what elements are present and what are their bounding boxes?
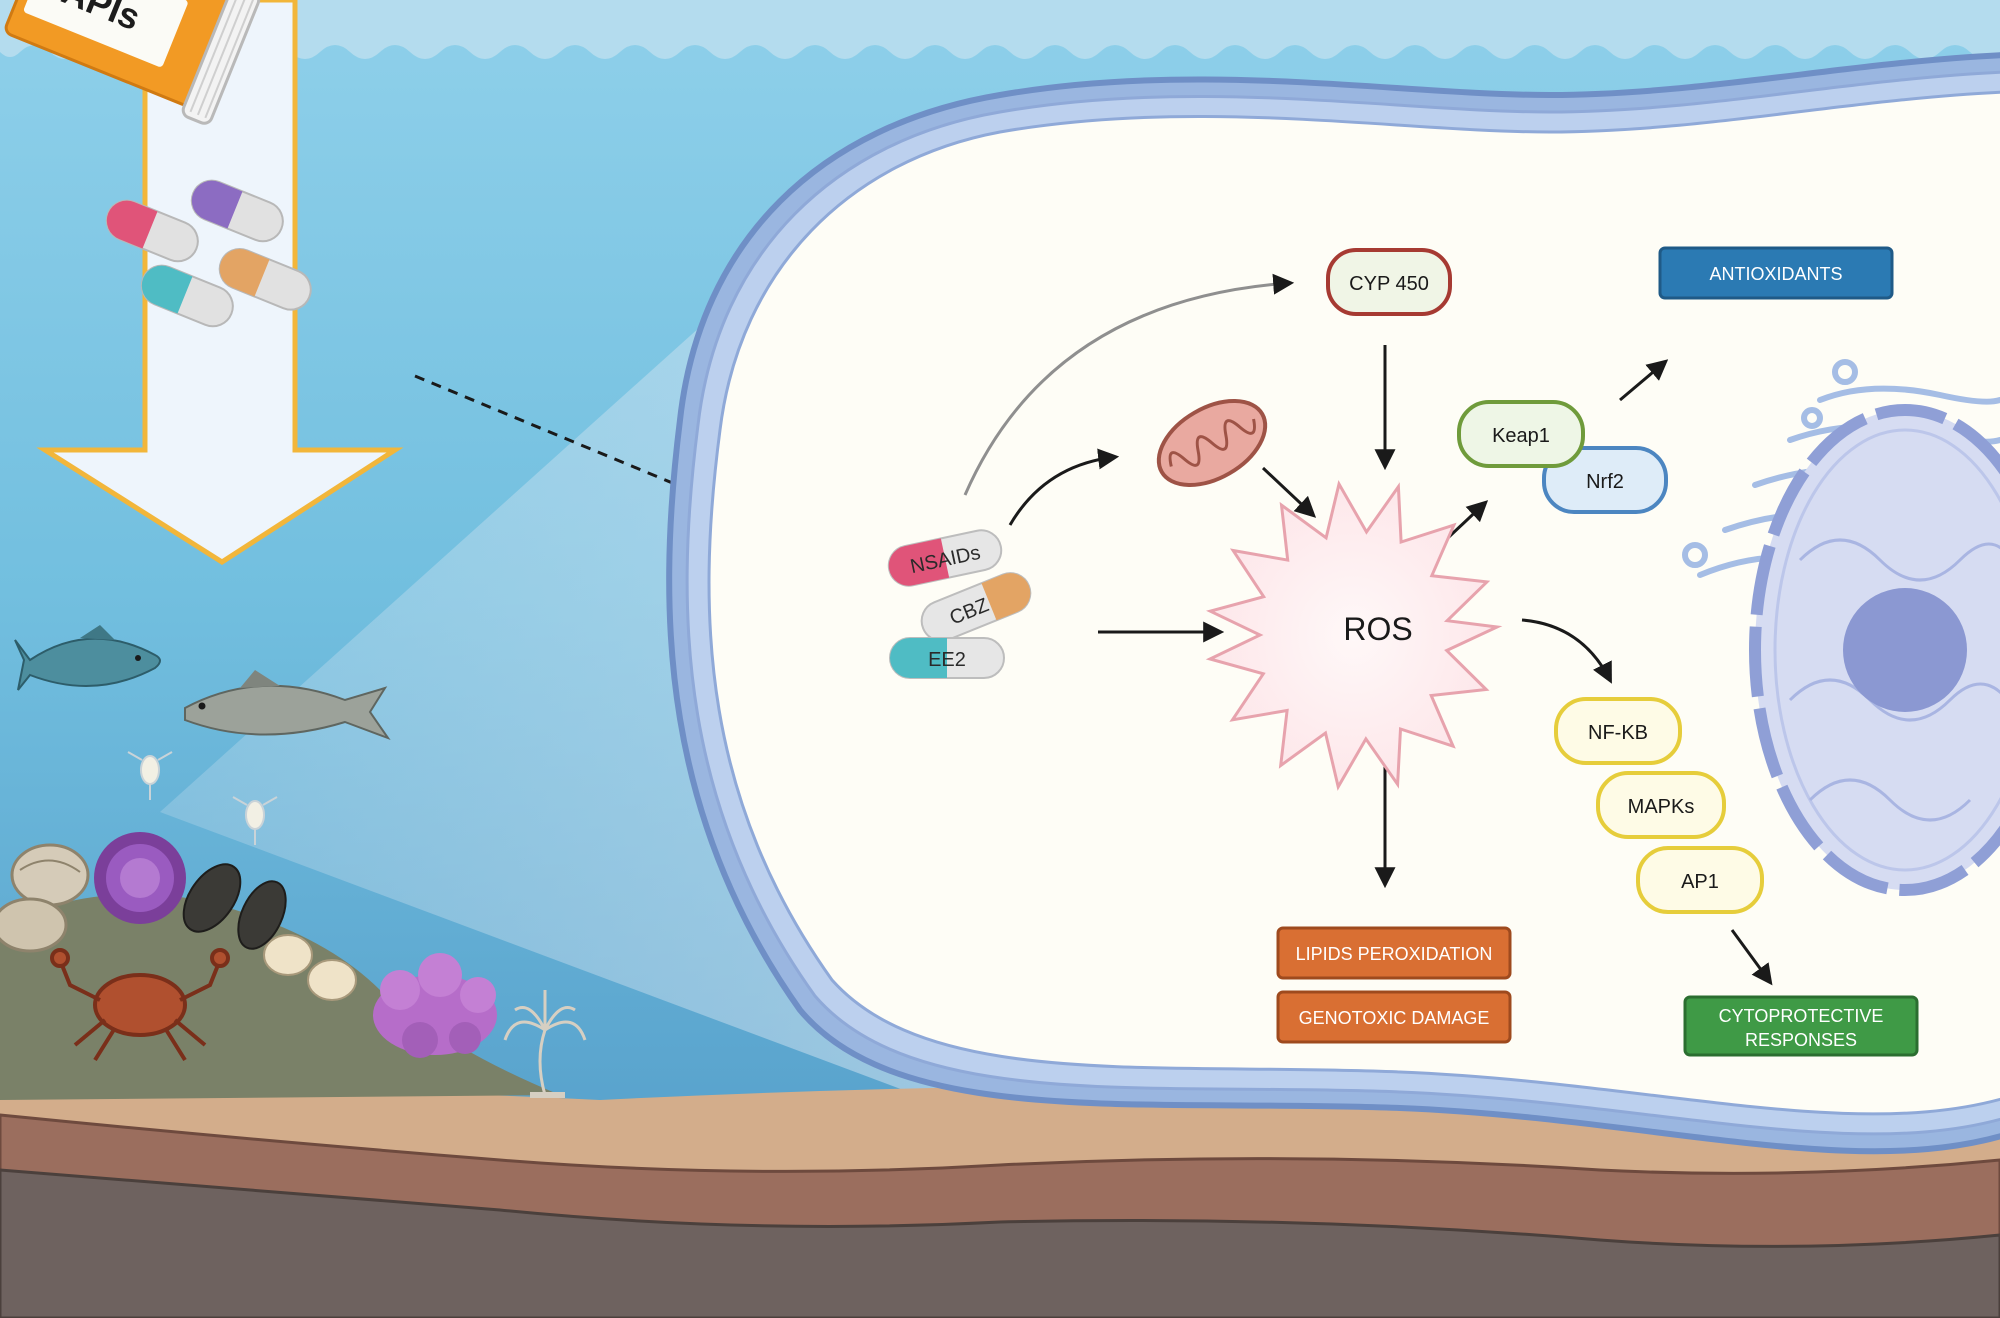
fish-icon — [14, 625, 161, 691]
cytoprotective-label-line2: RESPONSES — [1745, 1030, 1857, 1050]
mitochondrion-icon — [1156, 399, 1268, 487]
nfkb-label: NF-KB — [1588, 722, 1648, 744]
clam-icon — [263, 934, 357, 1001]
genotoxic-damage-box — [1276, 990, 1512, 1044]
anemone-icon — [503, 990, 587, 1098]
uptake-dashed-arrow — [414, 374, 869, 567]
nsaids-capsule: NSAIDs — [887, 529, 1003, 587]
nrf2-node — [1542, 446, 1668, 514]
pill-bottle: APIs — [4, 0, 261, 125]
cyp450-label: CYP 450 — [1349, 273, 1429, 295]
cbz-capsule: CBZ — [920, 572, 1032, 642]
cytoprotective-label-line1: CYTOPROTECTIVE — [1719, 1006, 1884, 1026]
water-surface — [0, 0, 2000, 59]
antioxidants-label: ANTIOXIDANTS — [1709, 264, 1842, 284]
capsule-purple — [190, 179, 284, 243]
ap1-node — [1636, 846, 1764, 914]
capsule-pink — [105, 199, 199, 263]
genotoxic-damage-label: GENOTOXIC DAMAGE — [1299, 1008, 1490, 1028]
nfkb-node — [1554, 697, 1682, 765]
antioxidants-box — [1658, 246, 1894, 300]
ros-label: ROS — [1343, 611, 1412, 647]
shrimp-icon — [127, 751, 173, 800]
cytoprotective-box — [1683, 995, 1919, 1057]
nucleus-icon — [1749, 404, 2000, 896]
sea-urchin-icon — [94, 832, 186, 924]
ros-burst — [1205, 479, 1503, 791]
ee2-label: EE2 — [928, 649, 966, 671]
mapks-label: MAPKs — [1628, 796, 1695, 818]
ap1-label: AP1 — [1681, 871, 1719, 893]
keap1-label: Keap1 — [1492, 425, 1550, 447]
mussel-icon — [182, 863, 287, 950]
lipids-peroxidation-label: LIPIDS PEROXIDATION — [1296, 944, 1493, 964]
cyp450-node — [1326, 248, 1452, 316]
coral-icon — [373, 953, 497, 1058]
keap1-node — [1457, 400, 1585, 468]
down-arrow — [36, 0, 404, 565]
nrf2-label: Nrf2 — [1586, 471, 1624, 493]
ee2-capsule: EE2 — [889, 637, 1005, 679]
oyster-icon — [10, 843, 90, 907]
oyster-icon — [0, 897, 68, 953]
crab-icon — [50, 948, 230, 1062]
capsule-orange — [218, 248, 312, 311]
sediment-rock — [0, 1168, 2000, 1318]
lipids-peroxidation-box — [1276, 926, 1512, 980]
mapks-node — [1596, 771, 1726, 839]
fish-icon — [184, 670, 391, 741]
pathway-arrows — [963, 273, 1773, 986]
shrimp-icon — [232, 796, 278, 845]
capsule-teal — [140, 264, 234, 328]
